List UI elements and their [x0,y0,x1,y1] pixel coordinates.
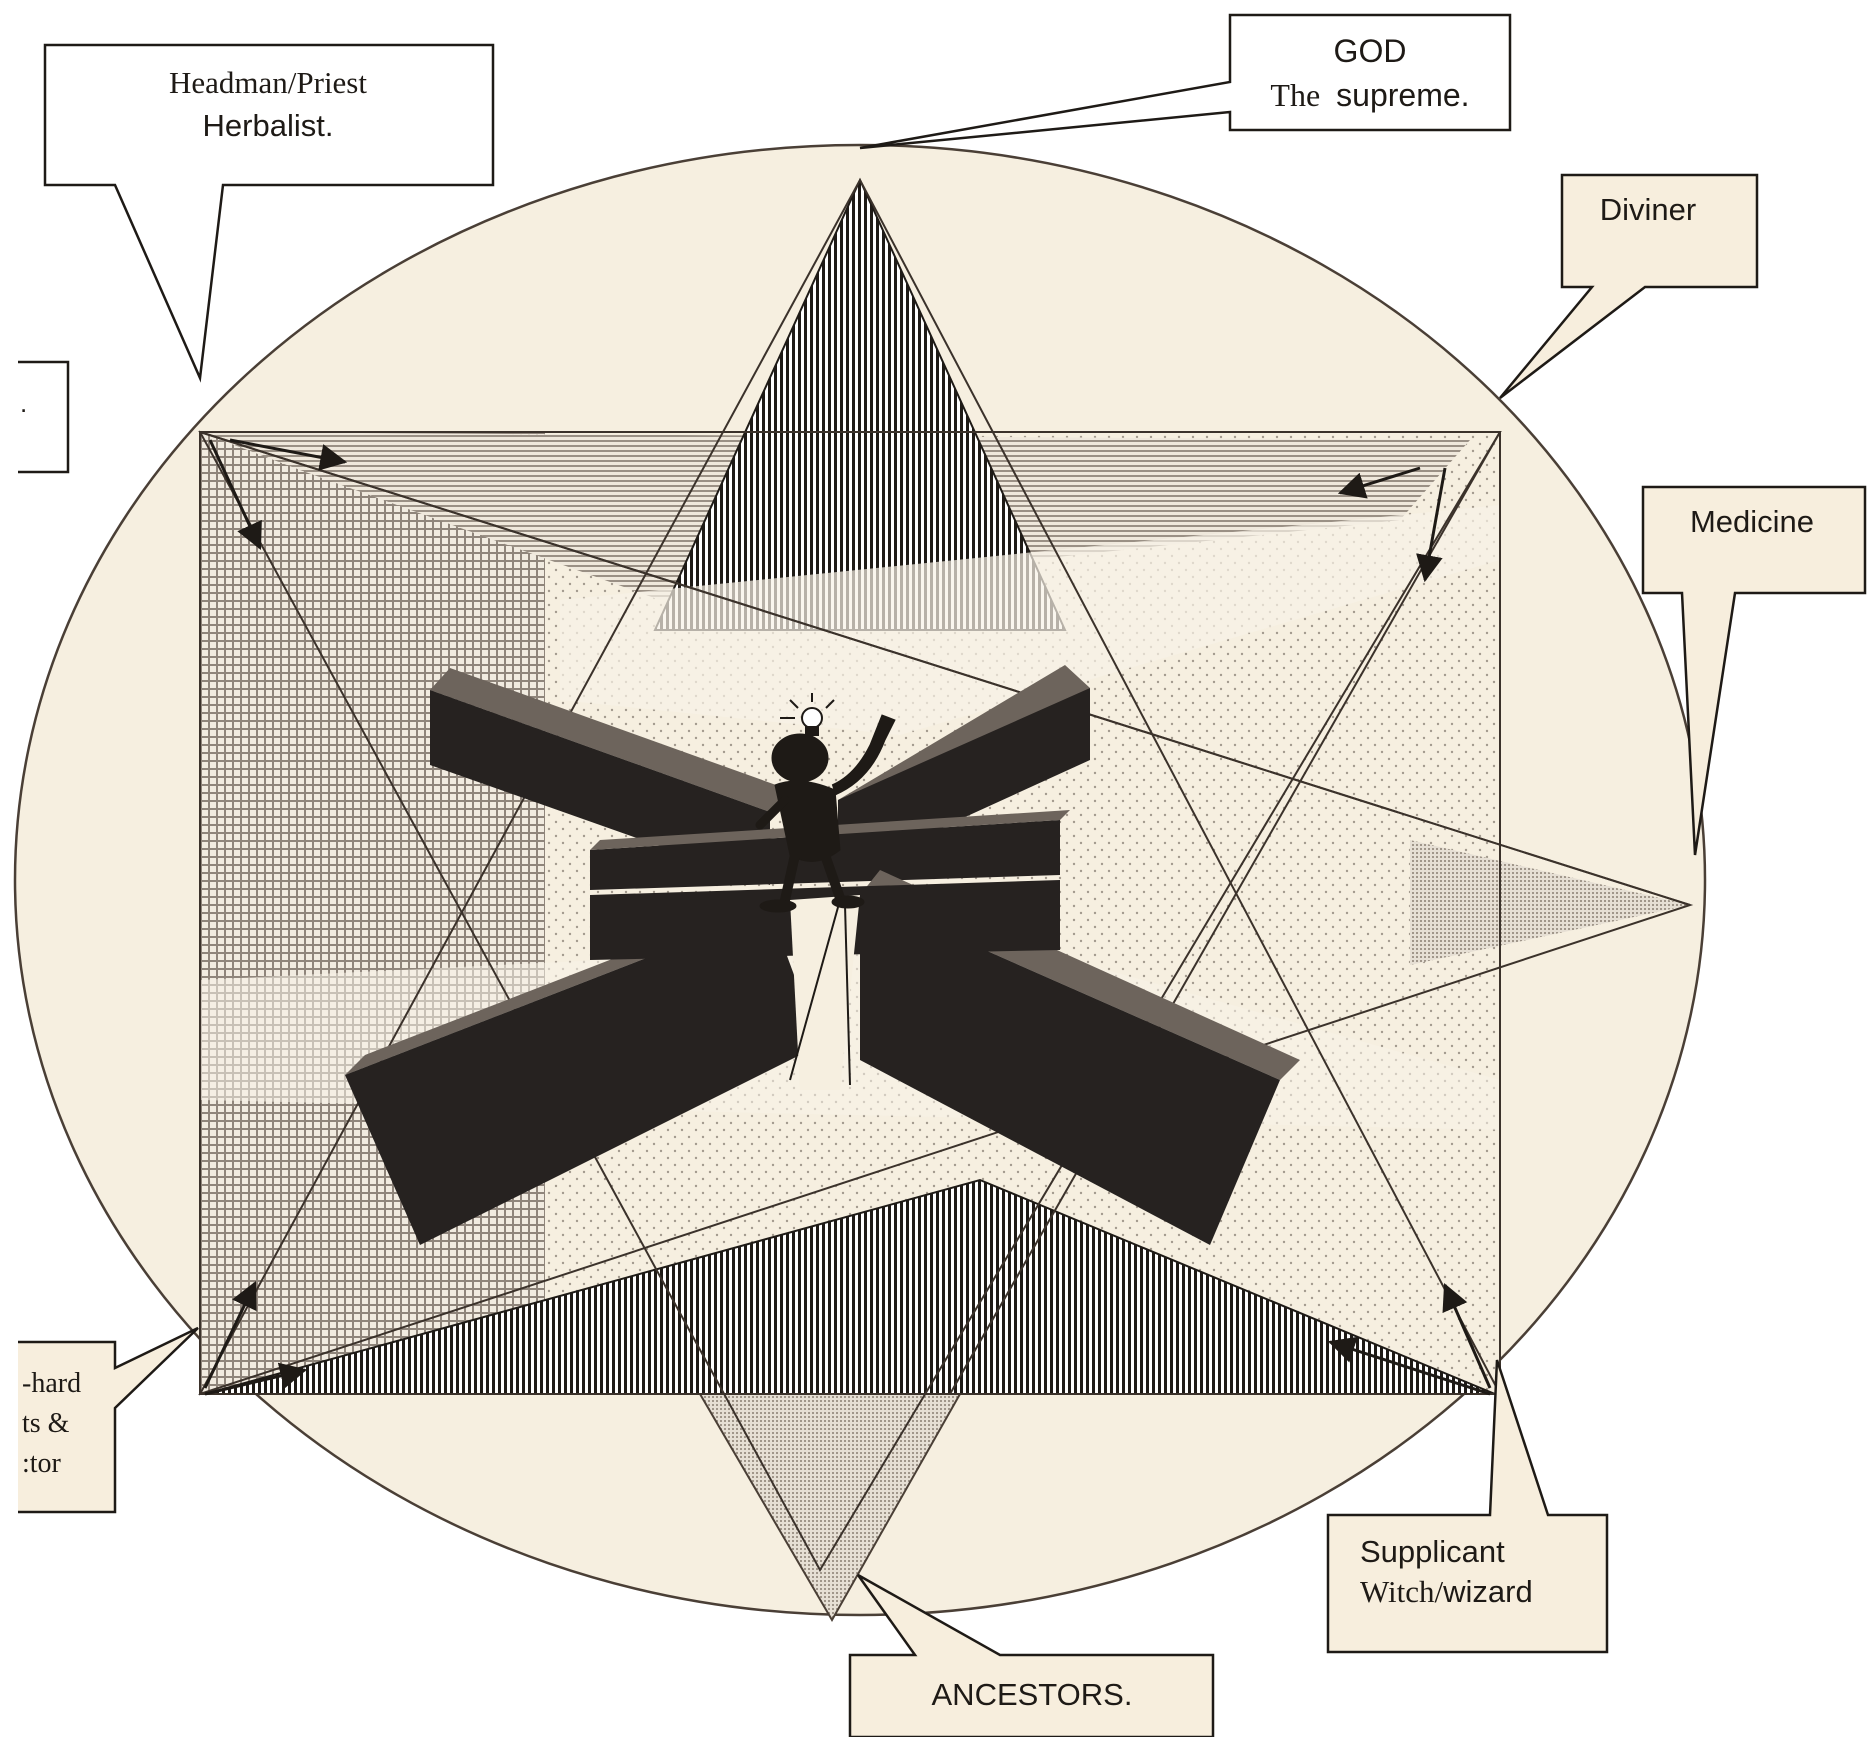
right-fine-band [1410,840,1690,965]
witch-label: Witch/ [1360,1574,1444,1609]
left-grid-band [200,432,545,1394]
lightbulb-icon [780,693,835,736]
bottom-left-line2: ts & [22,1408,70,1439]
bottom-left-line3: :tor [22,1448,62,1479]
callout-god: GOD The supreme. [859,13,1512,150]
light-wedge-upper [560,505,1500,735]
god-subtitle-the: The [1270,77,1320,113]
ancestors-label: ANCESTORS. [932,1677,1133,1712]
callout-bottom-left: -hard ts & :tor [18,1326,199,1514]
callout-left-stub: . [18,360,70,474]
herbalist-label: Herbalist. [203,108,334,143]
supplicant-label: Supplicant [1360,1534,1505,1569]
svg-text:Witch/wizard: Witch/wizard [1360,1574,1533,1609]
callout-ancestors: ANCESTORS. [848,1573,1215,1737]
callout-diviner: Diviner [1499,173,1759,399]
god-subtitle-supreme: supreme. [1336,77,1469,113]
wizard-label: wizard [1442,1574,1533,1609]
relation-arrows [203,438,1492,1396]
medicine-label: Medicine [1690,504,1814,539]
svg-text:The supreme.: The supreme. [1270,77,1469,113]
callout-supplicant: Supplicant Witch/wizard [1326,1359,1609,1654]
diviner-label: Diviner [1600,192,1696,227]
bottom-left-line1: -hard [22,1368,81,1399]
god-label: GOD [1334,33,1407,69]
central-cross [345,665,1300,1245]
callout-medicine: Medicine [1641,485,1867,856]
headman-label: Headman/Priest [169,65,367,100]
left-stub-text: . [20,388,27,418]
callout-headman: Headman/Priest Herbalist. [43,43,495,383]
thinking-person-icon [755,714,896,913]
